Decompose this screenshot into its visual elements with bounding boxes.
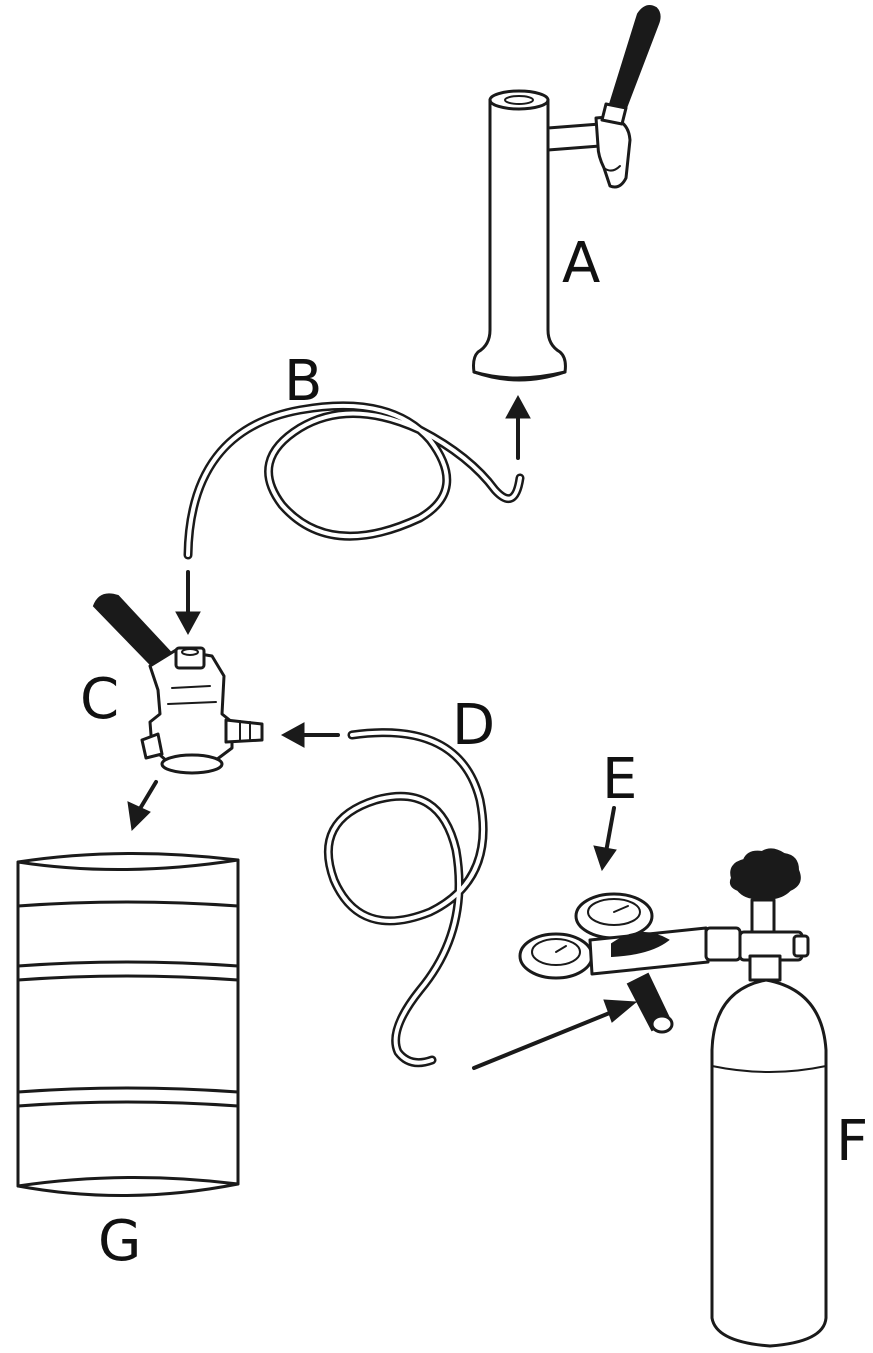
co2-tank	[710, 848, 828, 1348]
label-gas-line: D	[452, 693, 496, 758]
label-keg: G	[98, 1209, 142, 1274]
arrow-to-keg	[127, 780, 158, 832]
arrow-to-tower	[505, 394, 531, 460]
arrow-to-regulator	[593, 806, 617, 872]
coupler	[92, 593, 264, 775]
arrow-gas-to-regulator	[472, 999, 638, 1070]
label-coupler: C	[80, 667, 120, 732]
label-regulator: E	[602, 747, 638, 812]
arrow-to-coupler	[175, 570, 201, 636]
regulator	[518, 892, 742, 1034]
arrow-gas-to-coupler	[280, 722, 340, 748]
beer-line	[183, 401, 525, 560]
label-beer-line: B	[284, 349, 323, 414]
label-co2-tank: F	[836, 1109, 869, 1174]
flow-arrows	[127, 394, 638, 1070]
faucet	[546, 5, 661, 189]
label-tower: A	[562, 231, 601, 296]
keg	[16, 851, 240, 1198]
gas-line	[323, 728, 488, 1068]
beer-tower	[472, 89, 567, 382]
